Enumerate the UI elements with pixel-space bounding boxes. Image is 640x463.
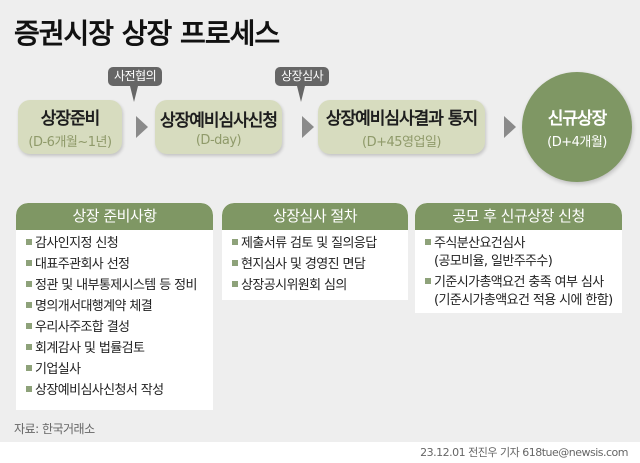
bubble-tail-icon <box>130 86 139 102</box>
checklist: 제출서류 검토 및 질의응답 현지심사 및 경영진 면담 상장공시위원회 심의 <box>222 230 408 300</box>
panel-listing-review-procedure: 상장심사 절차 제출서류 검토 및 질의응답 현지심사 및 경영진 면담 상장공… <box>222 203 408 300</box>
bubble-label: 사전협의 <box>114 69 157 83</box>
infographic-canvas: 증권시장 상장 프로세스 사전협의 상장심사 상장준비 (D-6개월~1년) 상… <box>0 0 640 442</box>
square-bullet-icon <box>26 365 32 371</box>
arrow-right-icon <box>136 116 148 138</box>
list-item-note: (기준시가총액요건 적용 시에 한함) <box>434 293 613 308</box>
list-item-text: 기준시가총액요건 충족 여부 심사 <box>434 275 604 290</box>
step-listing-preparation: 상장준비 (D-6개월~1년) <box>18 100 122 154</box>
panel-post-ipo-listing-application: 공모 후 신규상장 신청 주식분산요건심사 (공모비율, 일반주주수) 기준시가총… <box>415 203 622 313</box>
list-item-text: 감사인지정 신청 <box>35 236 119 251</box>
bubble-listing-review: 상장심사 <box>275 67 330 102</box>
step-title: 상장예비심사결과 통지 <box>325 109 478 129</box>
panel-listing-preparation: 상장 준비사항 감사인지정 신청 대표주관회사 선정 정관 및 내부통제시스템 … <box>16 203 213 410</box>
list-item: 상장공시위원회 심의 <box>232 278 408 294</box>
list-item: 우리사주조합 결성 <box>26 320 213 336</box>
list-item-text: 명의개서대행계약 체결 <box>35 299 153 314</box>
step-title: 상장예비심사신청 <box>159 111 278 131</box>
square-bullet-icon <box>232 239 238 245</box>
list-item-text: 제출서류 검토 및 질의응답 <box>241 236 377 251</box>
list-item: 명의개서대행계약 체결 <box>26 299 213 315</box>
byline-credit: 23.12.01 전진우 기자 618tue@newsis.com <box>420 446 628 459</box>
list-item-text: 우리사주조합 결성 <box>35 320 130 335</box>
list-item-note: (공모비율, 일반주주수) <box>434 254 553 269</box>
step-preliminary-review-application: 상장예비심사신청 (D-day) <box>155 100 282 154</box>
square-bullet-icon <box>26 281 32 287</box>
list-item-text: 상장공시위원회 심의 <box>241 278 347 293</box>
step-title: 신규상장 <box>547 109 608 129</box>
list-item: 대표주관회사 선정 <box>26 257 213 273</box>
list-item: 회계감사 및 법률검토 <box>26 341 213 357</box>
list-item: 기준시가총액요건 충족 여부 심사 (기준시가총액요건 적용 시에 한함) <box>425 275 622 309</box>
square-bullet-icon <box>26 302 32 308</box>
list-item-text: 회계감사 및 법률검토 <box>35 341 145 356</box>
square-bullet-icon <box>232 260 238 266</box>
step-timing: (D-day) <box>195 133 242 148</box>
square-bullet-icon <box>232 281 238 287</box>
arrow-right-icon <box>504 116 516 138</box>
list-item: 기업실사 <box>26 362 213 378</box>
list-item: 감사인지정 신청 <box>26 236 213 252</box>
step-title: 상장준비 <box>40 109 101 129</box>
arrow-right-icon <box>302 116 314 138</box>
step-timing: (D-6개월~1년) <box>28 135 112 150</box>
step-new-listing: 신규상장 (D+4개월) <box>522 72 632 182</box>
list-item: 주식분산요건심사 (공모비율, 일반주주수) <box>425 236 622 270</box>
panel-header: 공모 후 신규상장 신청 <box>415 203 622 230</box>
panel-header: 상장심사 절차 <box>222 203 408 230</box>
list-item-text: 주식분산요건심사 <box>434 236 525 251</box>
bubble-tail-icon <box>297 86 306 102</box>
list-item: 제출서류 검토 및 질의응답 <box>232 236 408 252</box>
page-title: 증권시장 상장 프로세스 <box>14 17 280 50</box>
bubble-label: 상장심사 <box>281 69 324 83</box>
square-bullet-icon <box>425 278 431 284</box>
list-item-text: 상장예비심사신청서 작성 <box>35 383 164 398</box>
square-bullet-icon <box>425 239 431 245</box>
panel-header: 상장 준비사항 <box>16 203 213 230</box>
list-item-text: 기업실사 <box>35 362 81 377</box>
square-bullet-icon <box>26 260 32 266</box>
list-item: 현지심사 및 경영진 면담 <box>232 257 408 273</box>
source-note: 자료: 한국거래소 <box>14 422 95 436</box>
list-item-text: 정관 및 내부통제시스템 등 정비 <box>35 278 197 293</box>
list-item: 정관 및 내부통제시스템 등 정비 <box>26 278 213 294</box>
square-bullet-icon <box>26 323 32 329</box>
checklist: 주식분산요건심사 (공모비율, 일반주주수) 기준시가총액요건 충족 여부 심사 (… <box>415 230 622 313</box>
step-timing: (D+4개월) <box>547 135 607 150</box>
list-item: 상장예비심사신청서 작성 <box>26 383 213 399</box>
checklist: 감사인지정 신청 대표주관회사 선정 정관 및 내부통제시스템 등 정비 명의개… <box>16 230 213 408</box>
square-bullet-icon <box>26 386 32 392</box>
bubble-pre-consultation: 사전협의 <box>108 67 163 102</box>
square-bullet-icon <box>26 239 32 245</box>
square-bullet-icon <box>26 344 32 350</box>
list-item-text: 현지심사 및 경영진 면담 <box>241 257 366 272</box>
step-preliminary-review-result: 상장예비심사결과 통지 (D+45영업일) <box>318 100 485 154</box>
list-item-text: 대표주관회사 선정 <box>35 257 130 272</box>
step-timing: (D+45영업일) <box>362 135 441 150</box>
